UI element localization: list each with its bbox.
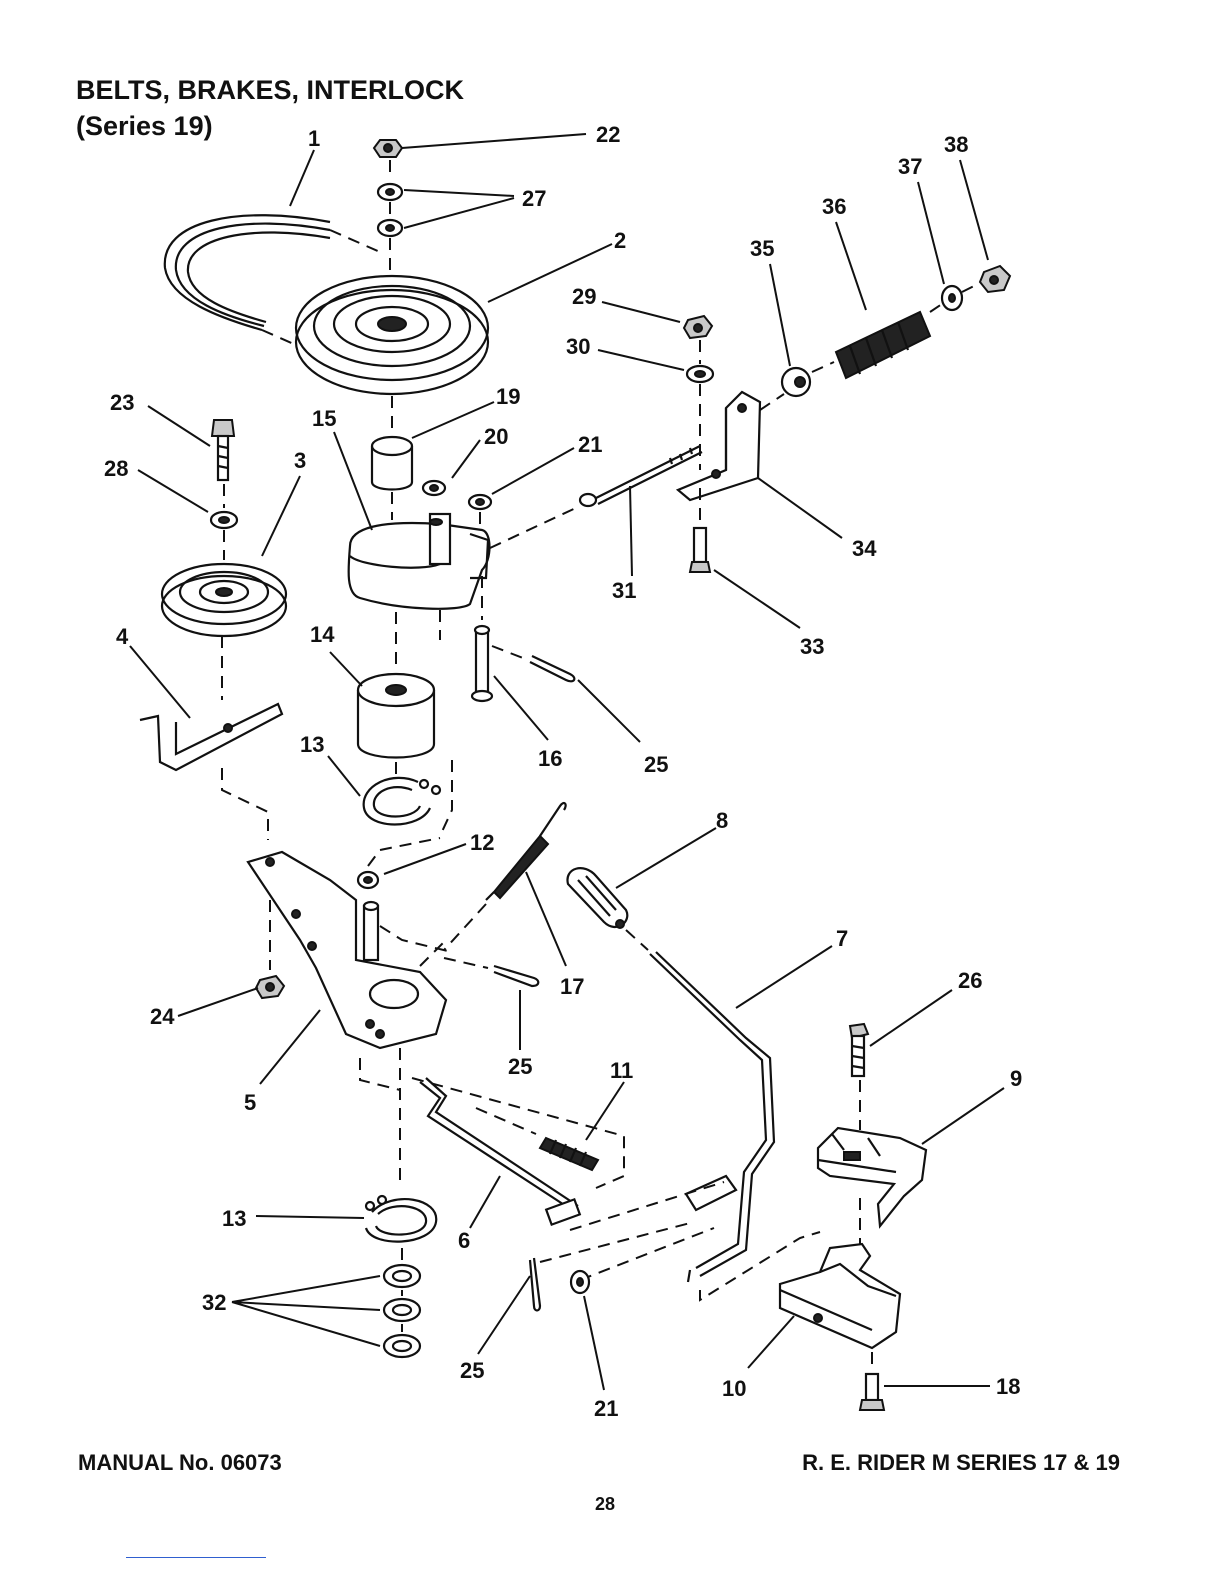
callout-14: 14 <box>310 622 335 647</box>
callout-34: 34 <box>852 536 877 561</box>
bracket-34 <box>678 392 760 500</box>
spacer-19 <box>372 437 412 490</box>
callout-15: 15 <box>312 406 336 431</box>
pivot-pin <box>364 902 378 960</box>
handle-grip-8 <box>567 868 627 928</box>
page-number: 28 <box>0 1494 1210 1515</box>
callout-numbers: 1 22 27 2 38 37 36 35 29 30 23 15 19 20 … <box>104 122 1022 1421</box>
callout-10: 10 <box>722 1376 746 1401</box>
callout-13-bottom: 13 <box>222 1206 246 1231</box>
callout-1: 1 <box>308 126 320 151</box>
callout-16: 16 <box>538 746 562 771</box>
nut-24 <box>256 976 284 998</box>
callout-36: 36 <box>822 194 846 219</box>
spacer-14 <box>358 674 434 758</box>
nut-22 <box>374 140 402 157</box>
main-pulley <box>296 276 488 394</box>
callout-20: 20 <box>484 424 508 449</box>
washer-30 <box>687 366 713 382</box>
washer-21-bottom <box>571 1271 589 1293</box>
callout-8: 8 <box>716 808 728 833</box>
callout-25-bottom: 25 <box>460 1358 484 1383</box>
callout-9: 9 <box>1010 1066 1022 1091</box>
nut-38 <box>980 266 1010 292</box>
brake-rod-7 <box>650 952 774 1282</box>
callout-23: 23 <box>110 390 134 415</box>
callout-26: 26 <box>958 968 982 993</box>
switch-bracket-10 <box>780 1244 900 1348</box>
callout-27: 27 <box>522 186 546 211</box>
bracket-4 <box>140 704 282 770</box>
callout-7: 7 <box>836 926 848 951</box>
callout-13-top: 13 <box>300 732 324 757</box>
callout-2: 2 <box>614 228 626 253</box>
cotter-pin-25-top <box>530 656 574 681</box>
callout-18: 18 <box>996 1374 1020 1399</box>
callout-28: 28 <box>104 456 128 481</box>
washer-21-top <box>469 495 491 509</box>
callout-24: 24 <box>150 1004 175 1029</box>
callout-6: 6 <box>458 1228 470 1253</box>
bolt-33 <box>690 528 710 572</box>
cotter-pin-25-bottom <box>530 1258 540 1311</box>
bolt-26 <box>850 1024 868 1076</box>
callout-31: 31 <box>612 578 636 603</box>
callout-37: 37 <box>898 154 922 179</box>
retaining-ring-13-bottom <box>366 1196 436 1242</box>
model-series: R. E. RIDER M SERIES 17 & 19 <box>802 1450 1120 1476</box>
footer-rule <box>126 1557 266 1558</box>
spring-17 <box>486 803 566 900</box>
callout-22: 22 <box>596 122 620 147</box>
washers-32 <box>384 1265 420 1357</box>
callout-19: 19 <box>496 384 520 409</box>
callout-33: 33 <box>800 634 824 659</box>
manual-number: MANUAL No. 06073 <box>78 1450 282 1476</box>
spring-cap-35 <box>782 368 810 396</box>
washer-20 <box>423 481 445 495</box>
callout-17: 17 <box>560 974 584 999</box>
callout-3: 3 <box>294 448 306 473</box>
cotter-pin-25-mid <box>494 966 538 986</box>
interlock-switch-9 <box>818 1128 926 1226</box>
callout-4: 4 <box>116 624 129 649</box>
spring-11 <box>540 1138 598 1170</box>
bolt-18 <box>860 1374 884 1410</box>
callout-29: 29 <box>572 284 596 309</box>
callout-21-bottom: 21 <box>594 1396 618 1421</box>
clevis-pin-16 <box>472 626 492 701</box>
callout-35: 35 <box>750 236 774 261</box>
bolt-23 <box>212 420 234 480</box>
callout-25-mid: 25 <box>508 1054 532 1079</box>
callout-30: 30 <box>566 334 590 359</box>
nut-29 <box>684 316 712 338</box>
callout-5: 5 <box>244 1090 256 1115</box>
spacer-12 <box>358 872 378 888</box>
washer-28 <box>211 512 237 528</box>
callout-11: 11 <box>610 1058 633 1083</box>
idler-pulley-3 <box>162 564 286 636</box>
callout-38: 38 <box>944 132 968 157</box>
callout-25-top: 25 <box>644 752 668 777</box>
retaining-ring-13-top <box>364 778 440 825</box>
callout-32: 32 <box>202 1290 226 1315</box>
idler-bracket-15 <box>349 514 490 609</box>
spring-36 <box>836 312 930 378</box>
brake-plate-5 <box>248 852 446 1048</box>
washer-37 <box>942 286 962 310</box>
callout-12: 12 <box>470 830 494 855</box>
callout-21-top: 21 <box>578 432 602 457</box>
